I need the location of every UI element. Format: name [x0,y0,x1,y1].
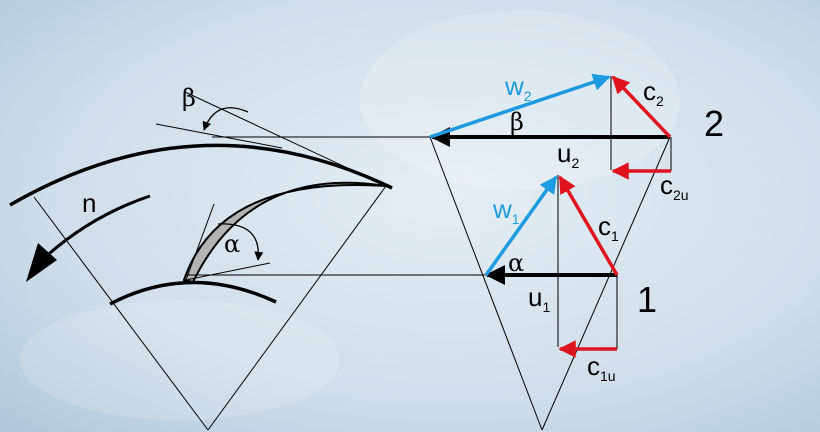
outer-rim-arc [9,143,393,207]
sector-line-left [33,196,209,431]
c1-label: c1 [598,211,619,244]
impeller-section [9,91,485,431]
beta-label: β [182,84,196,112]
inlet-circumferential-line [185,262,271,281]
background-shape [20,300,340,420]
u2-label: u2 [557,138,579,171]
inlet-number-label: 1 [637,279,657,320]
c1-vector [558,175,619,276]
alpha-angle-arc [217,223,264,261]
sector-line-right [207,185,387,431]
rotation-speed-label: n [82,188,96,218]
w2-label: w2 [504,71,532,104]
beta-triangle-label: β [510,108,524,136]
c2-vector [611,75,672,139]
u1-label: u1 [528,282,550,315]
rotation-arc [40,194,151,262]
w2-vector [429,73,611,139]
alpha-label: α [224,230,240,258]
outlet-tangent-line [184,91,387,187]
alpha-triangle-label: α [508,249,524,277]
w1-vector [484,175,558,277]
outlet-number-label: 2 [704,103,724,144]
triangle-frame-right [541,136,671,431]
inlet-tangent-line [185,203,215,281]
rotation-arrowhead [26,243,57,282]
c2-label: c2 [643,76,664,109]
c2u-label: c2u [660,170,689,203]
outlet-circumferential-line [155,123,283,149]
w1-label: w1 [492,194,520,227]
c1u-label: c1u [587,351,616,384]
beta-angle-arc [202,107,249,131]
